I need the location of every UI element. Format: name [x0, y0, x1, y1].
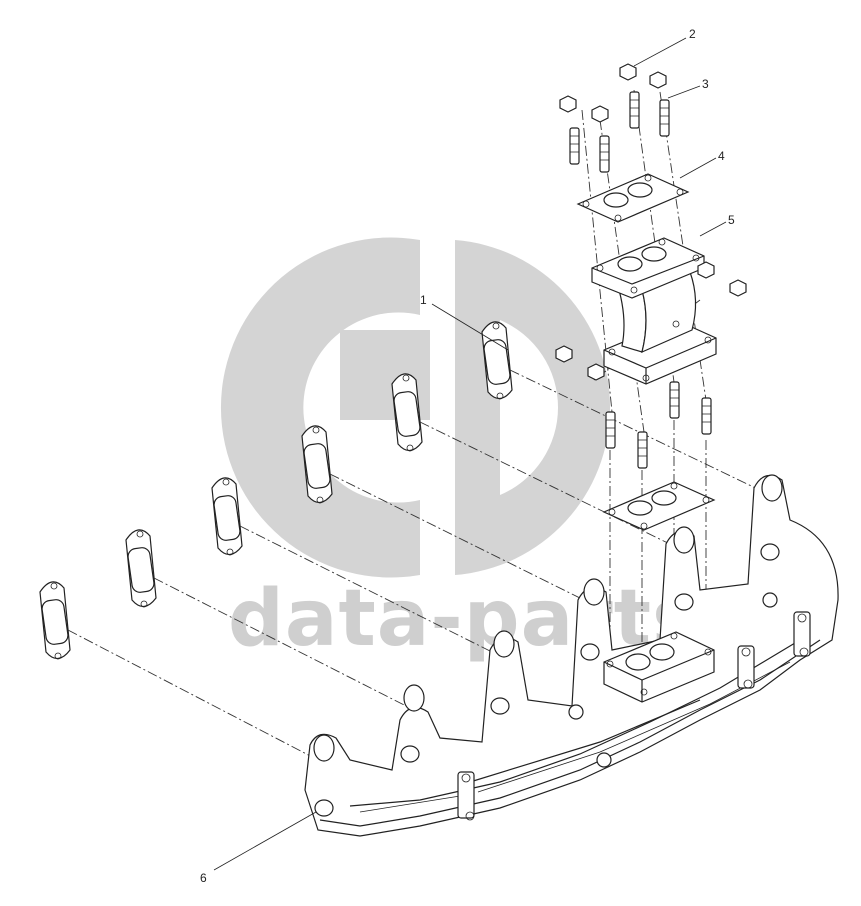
- callout-6: 6: [200, 871, 207, 885]
- studs-upper: [569, 91, 670, 173]
- exhaust-manifold: [304, 474, 839, 837]
- callout-4: 4: [718, 149, 725, 163]
- callout-3: 3: [702, 77, 709, 91]
- nuts-lower: [555, 261, 747, 381]
- exhaust-adapter-elbow: [591, 237, 717, 385]
- callout-5: 5: [728, 213, 735, 227]
- nuts-upper: [559, 63, 667, 123]
- flange-gasket-lower: [602, 481, 716, 531]
- gasket-6: [481, 321, 513, 400]
- gasket-1: [39, 581, 71, 660]
- gasket-2: [125, 529, 157, 608]
- flange-gasket-upper: [576, 173, 690, 223]
- callout-1: 1: [420, 293, 427, 307]
- gasket-4: [301, 425, 333, 504]
- callout-leaders: [213, 37, 727, 871]
- callout-2: 2: [689, 27, 696, 41]
- gasket-5: [391, 373, 423, 452]
- gasket-3: [211, 477, 243, 556]
- studs-lower: [605, 381, 712, 469]
